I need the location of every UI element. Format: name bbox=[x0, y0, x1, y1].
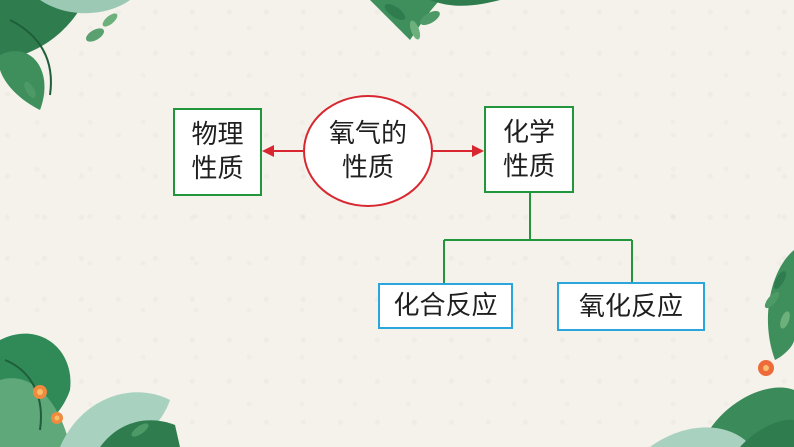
arrow-left-icon bbox=[262, 145, 274, 157]
node-chemical-line1: 化学 bbox=[502, 117, 555, 148]
node-physical-line1: 物理 bbox=[191, 120, 244, 150]
arrow-right-icon bbox=[472, 145, 484, 157]
node-chemical-properties: 化学 性质 bbox=[484, 106, 574, 193]
node-oxygen-line2: 性质 bbox=[341, 153, 394, 183]
node-chemical-line2: 性质 bbox=[502, 151, 555, 182]
node-combination-reaction: 化合反应 bbox=[378, 283, 513, 329]
leaf-bottom-left-icon bbox=[0, 333, 180, 447]
leaf-top-middle-icon bbox=[370, 0, 500, 40]
leaf-bottom-right-icon bbox=[650, 250, 794, 447]
leaf-top-left-icon bbox=[0, 0, 130, 110]
node-oxygen-line1: 氧气的 bbox=[328, 119, 407, 149]
node-physical-line2: 性质 bbox=[191, 154, 244, 184]
diagram-connectors bbox=[262, 145, 633, 283]
node-physical-properties: 物理 性质 bbox=[173, 108, 262, 196]
node-oxidation-reaction: 氧化反应 bbox=[557, 282, 705, 331]
node-oxygen-properties: 氧气的 性质 bbox=[303, 95, 433, 207]
